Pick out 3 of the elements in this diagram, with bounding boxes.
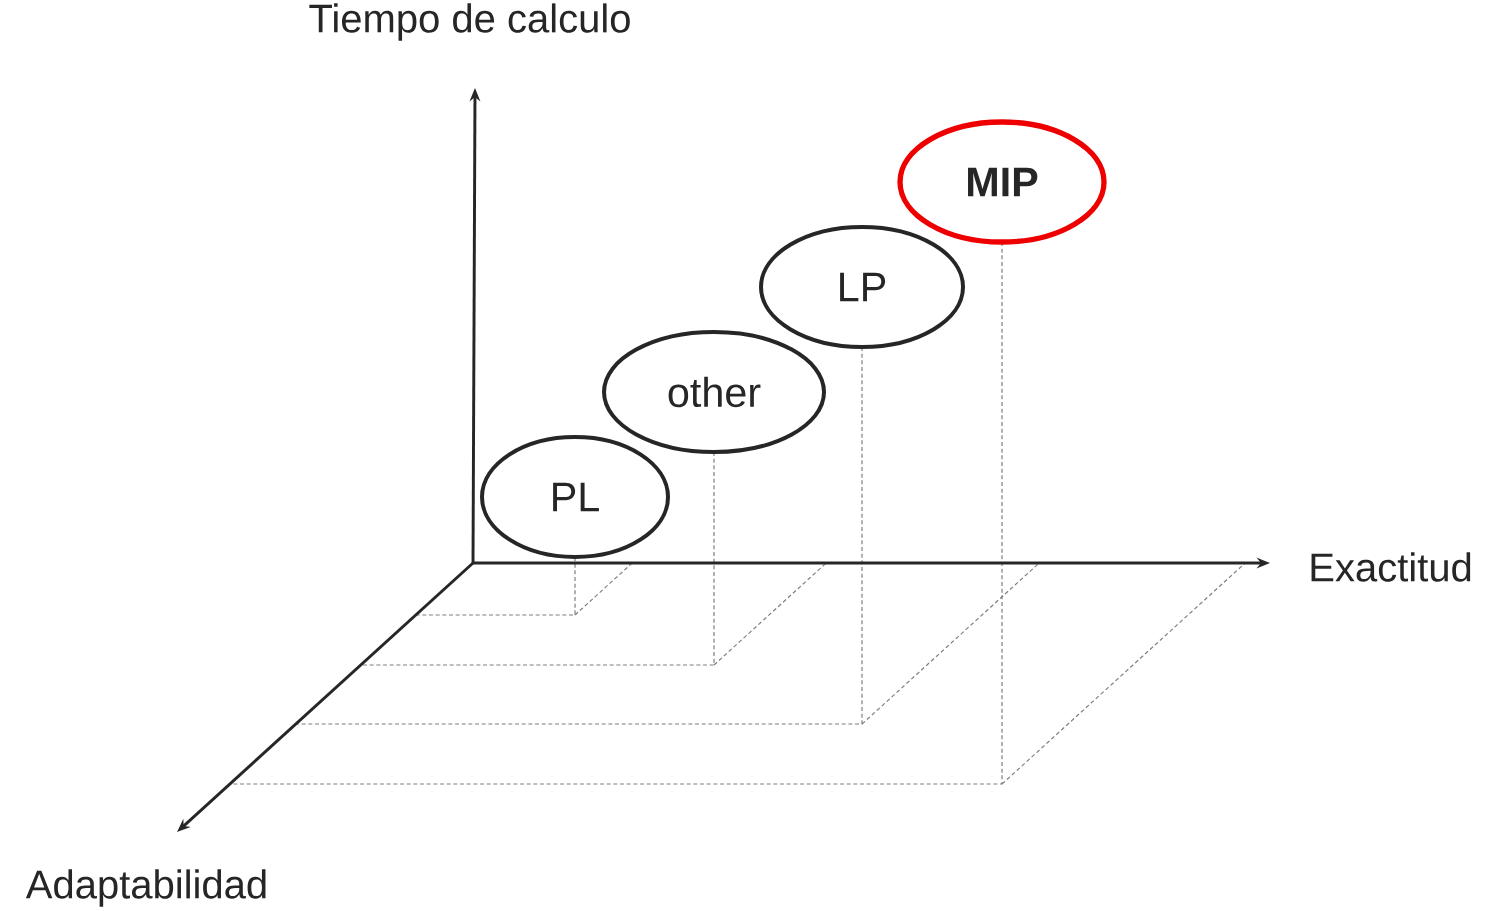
- axis-label: Tiempo de calculo: [309, 3, 630, 41]
- axis-label: Adaptabilidad: [25, 869, 266, 907]
- axis-label: Exactitud: [1311, 552, 1471, 582]
